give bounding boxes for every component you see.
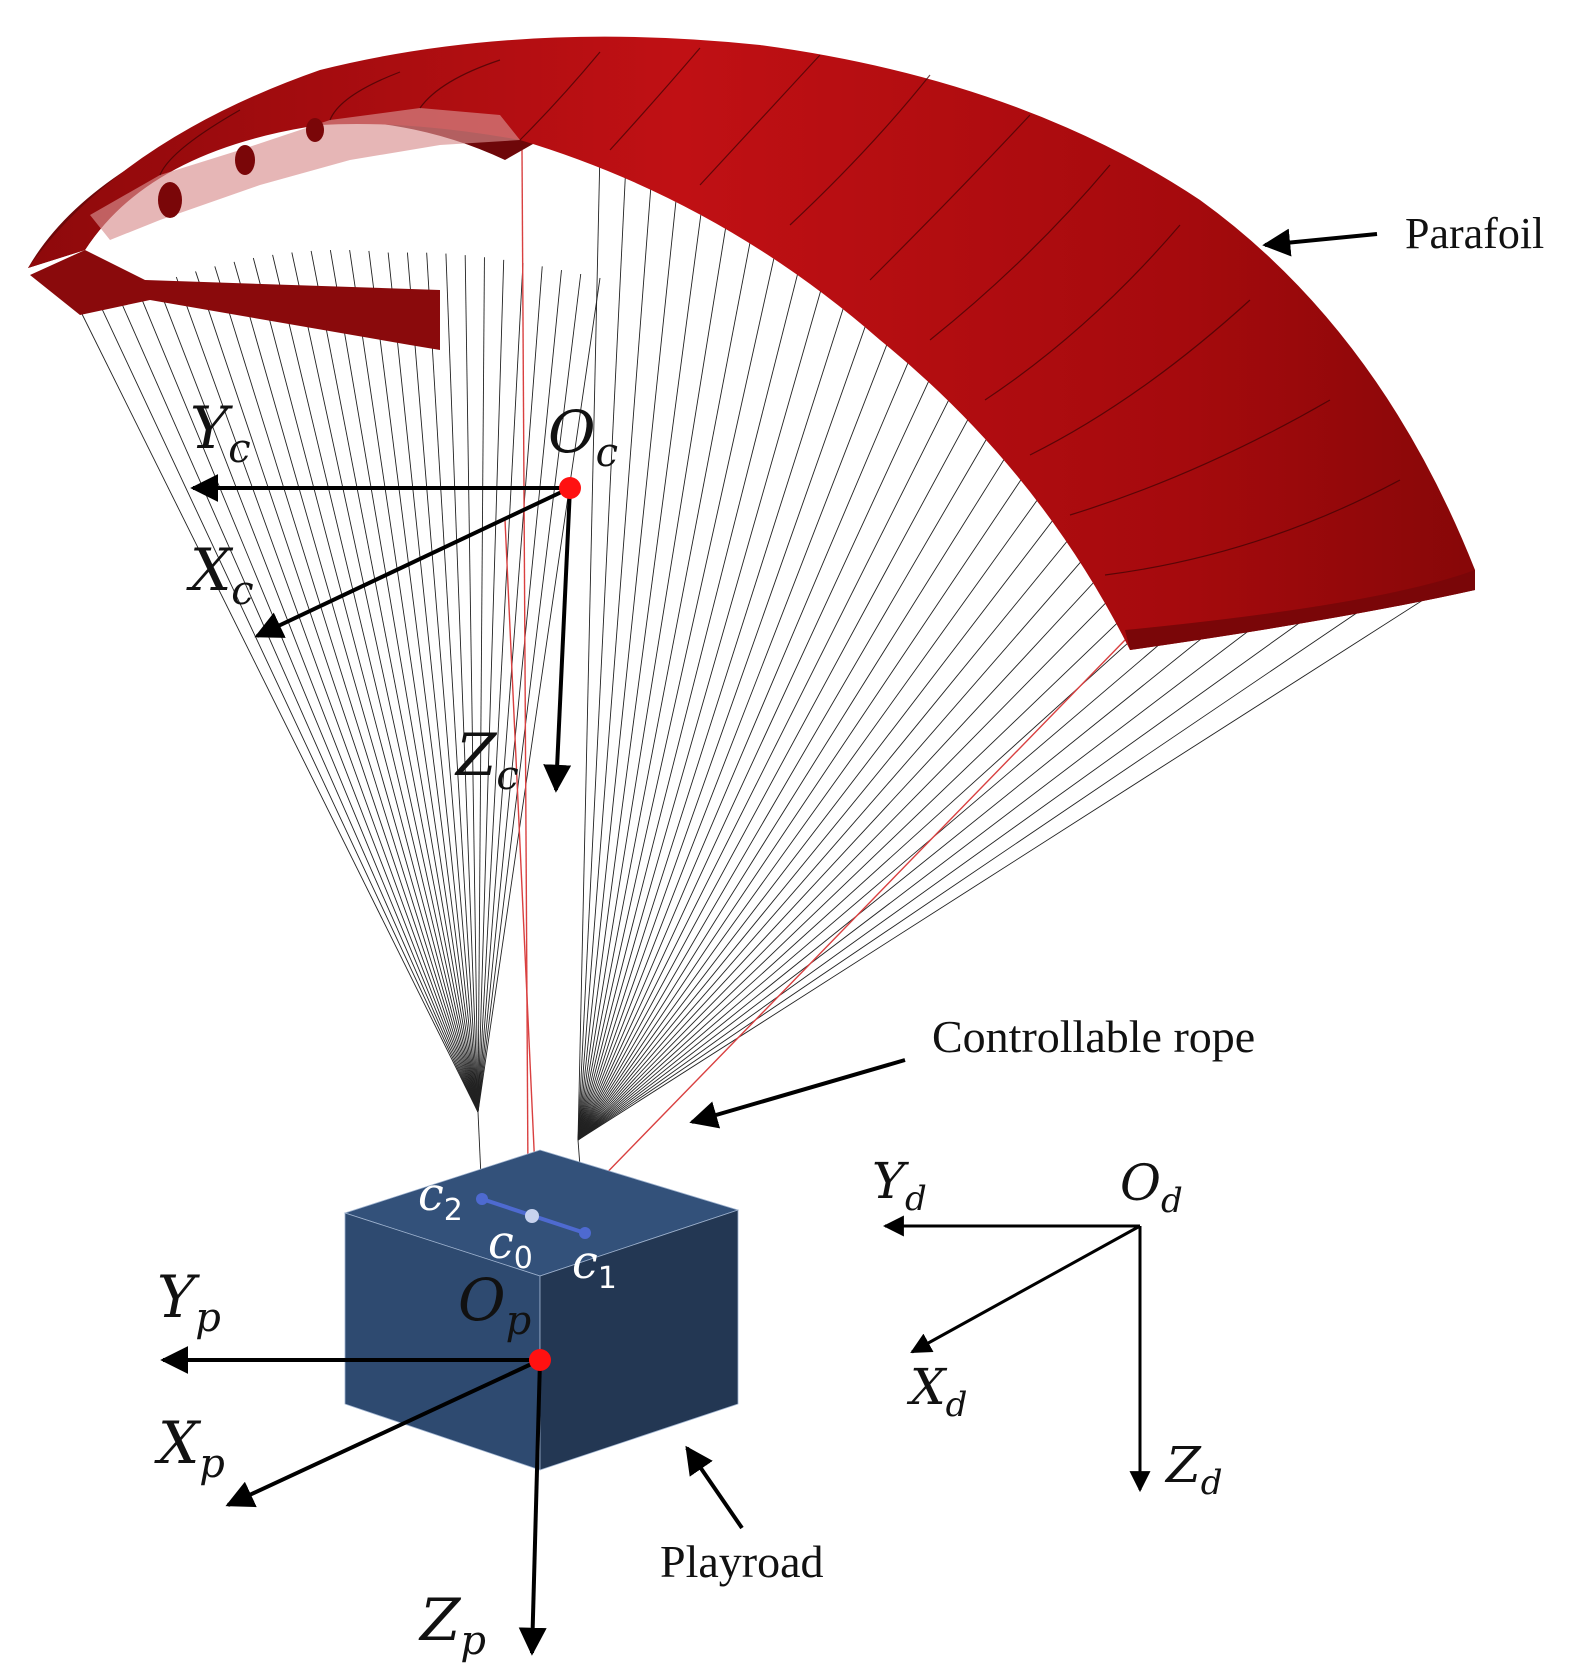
suspension-line-right-20 <box>577 374 1128 1141</box>
suspension-line-left-20 <box>464 255 479 1113</box>
suspension-line-left-26 <box>477 273 582 1113</box>
suspension-line-right-10 <box>577 244 865 1141</box>
controllable-rope-label: Controllable rope <box>932 1011 1255 1062</box>
suspension-line-left-4 <box>156 282 479 1113</box>
suspension-line-left-18 <box>426 252 479 1113</box>
canopy-y-label: Yc <box>190 394 251 472</box>
canopy-top-surface <box>28 36 1475 650</box>
attach-point-c0-label: c0 <box>488 1215 533 1276</box>
ground-x-axis <box>910 1224 1141 1354</box>
suspension-line-left-23 <box>477 262 524 1113</box>
suspension-line-right-32 <box>577 553 1444 1141</box>
rope-callout-arrow <box>689 1058 906 1129</box>
suspension-lines <box>79 149 1471 1234</box>
payload-origin-label: Op <box>458 1266 531 1344</box>
suspension-line-right-33 <box>577 569 1471 1141</box>
suspension-line-left-25 <box>477 270 562 1113</box>
suspension-line-right-6 <box>577 199 759 1141</box>
suspension-line-left-10 <box>272 254 479 1113</box>
suspension-line-right-18 <box>577 346 1075 1141</box>
ground-frame-axes <box>882 1215 1151 1493</box>
suspension-line-right-1 <box>577 155 627 1141</box>
suspension-line-right-9 <box>577 232 838 1141</box>
ground-z-label: Zd <box>1164 1436 1223 1503</box>
canopy-cell-openings <box>90 108 520 240</box>
payload-x-label: Xp <box>154 1409 225 1487</box>
canopy-frame-axes <box>190 474 572 793</box>
suspension-line-right-17 <box>577 333 1049 1141</box>
canopy-cell-seams <box>159 47 1401 576</box>
suspension-line-left-9 <box>252 257 479 1113</box>
canopy-x-label: Xc <box>186 536 254 614</box>
parafoil-callout-arrow <box>1262 228 1378 257</box>
suspension-line-left-8 <box>233 261 479 1113</box>
suspension-line-right-13 <box>577 280 944 1141</box>
suspension-line-left-14 <box>349 250 479 1113</box>
suspension-line-left-24 <box>477 266 543 1113</box>
payload-z-axis <box>518 1359 547 1656</box>
suspension-line-right-8 <box>577 221 812 1141</box>
attach-point-c1-label: c1 <box>572 1235 617 1296</box>
canopy-vent-holes <box>158 118 324 218</box>
suspension-line-left-15 <box>368 250 479 1113</box>
suspension-line-left-12 <box>310 250 479 1113</box>
payload-label: Playroad <box>660 1536 824 1587</box>
suspension-line-right-14 <box>577 293 970 1141</box>
attach-point-c0-dot <box>525 1209 539 1223</box>
suspension-line-left-1 <box>98 302 479 1113</box>
canopy-origin-label: Oc <box>548 398 618 476</box>
suspension-line-right-16 <box>577 319 1023 1141</box>
canopy-origin-dot <box>559 477 581 499</box>
suspension-line-left-6 <box>195 271 479 1113</box>
ground-y-label: Yd <box>872 1152 927 1219</box>
suspension-line-right-31 <box>577 538 1418 1141</box>
payload-z-label: Zp <box>418 1586 486 1664</box>
suspension-line-right-19 <box>577 360 1102 1141</box>
suspension-line-left-17 <box>406 252 479 1113</box>
payload-callout-arrow <box>685 1445 744 1530</box>
suspension-line-right-5 <box>577 189 733 1141</box>
payload-frame-axes <box>160 1346 547 1656</box>
suspension-line-left-5 <box>175 276 479 1113</box>
suspension-line-left-7 <box>214 266 479 1113</box>
suspension-line-left-11 <box>291 252 479 1113</box>
ground-x-label: Xd <box>906 1358 967 1425</box>
suspension-line-right-15 <box>577 306 996 1141</box>
suspension-line-left-19 <box>445 253 479 1113</box>
attach-points <box>476 1193 591 1239</box>
suspension-line-left-21 <box>477 257 485 1113</box>
payload-y-label: Yp <box>157 1263 221 1341</box>
canopy-left-tip <box>30 250 440 350</box>
canopy-z-label: Zc <box>454 721 519 799</box>
suspension-line-left-16 <box>387 252 479 1113</box>
suspension-line-right-3 <box>577 170 680 1141</box>
suspension-line-left-13 <box>329 250 479 1113</box>
suspension-line-right-11 <box>577 256 891 1141</box>
ground-origin-label: Od <box>1120 1154 1183 1221</box>
suspension-line-right-12 <box>577 268 917 1141</box>
canopy-leading-face <box>1125 570 1475 650</box>
parafoil-canopy <box>28 36 1475 650</box>
attach-point-c2-label: c2 <box>418 1167 463 1228</box>
attach-point-c2-dot <box>476 1193 488 1205</box>
suspension-line-left-22 <box>477 259 505 1113</box>
payload-origin-dot <box>529 1349 551 1371</box>
attach-point-c1-dot <box>579 1227 591 1239</box>
callout-arrows <box>685 228 1378 1530</box>
controllable-ropes <box>504 149 1126 1189</box>
canopy-x-axis <box>254 486 571 638</box>
suspension-line-left-0 <box>79 309 479 1113</box>
canopy-z-axis <box>543 487 572 793</box>
suspension-line-right-0 <box>577 149 601 1141</box>
parafoil-label: Parafoil <box>1405 209 1544 258</box>
suspension-line-right-7 <box>577 210 785 1141</box>
suspension-line-right-2 <box>577 162 654 1141</box>
suspension-line-left-2 <box>118 295 479 1113</box>
suspension-line-left-3 <box>137 289 479 1113</box>
payload-x-axis <box>225 1358 541 1508</box>
suspension-line-left-27 <box>477 277 601 1113</box>
suspension-line-right-4 <box>577 179 706 1141</box>
payload-box <box>343 1149 740 1471</box>
